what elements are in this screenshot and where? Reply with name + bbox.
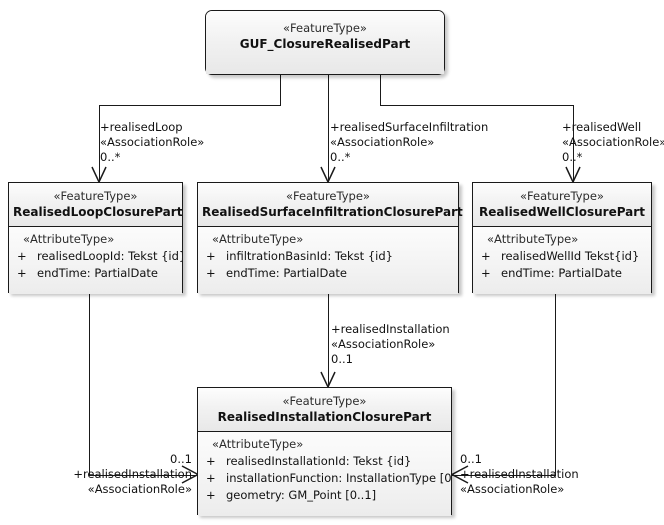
attribute-visibility: + (481, 266, 491, 280)
class-box-realised-loop-closure-part[interactable]: «FeatureType» RealisedLoopClosurePart «A… (8, 182, 183, 294)
association-multiplicity: 0..1 (331, 352, 353, 366)
association-multiplicity: 0..1 (170, 452, 192, 466)
association-label-root-well: +realisedWell «AssociationRole» 0..* (562, 120, 664, 165)
connector-root-well-seg1 (380, 75, 382, 106)
attribute-row: + realisedLoopId: Tekst {id} (9, 248, 182, 265)
association-label-surface-installation: +realisedInstallation «AssociationRole» … (331, 322, 450, 367)
class-box-realised-well-closure-part[interactable]: «FeatureType» RealisedWellClosurePart «A… (472, 182, 652, 294)
connector-root-surface-seg1 (328, 75, 330, 182)
attribute-text: infiltrationBasinId: Tekst {id} (226, 249, 393, 263)
class-name: RealisedLoopClosurePart (13, 205, 183, 219)
association-role: +realisedInstallation (331, 322, 450, 336)
attribute-visibility: + (206, 266, 216, 280)
connector-loop-installation-seg1 (89, 293, 91, 476)
connector-root-loop-seg1 (280, 75, 282, 106)
attribute-row: + installationFunction: InstallationType … (198, 470, 451, 487)
class-box-realised-surface-infiltration-closure-part[interactable]: «FeatureType» RealisedSurfaceInfiltratio… (197, 182, 463, 294)
class-header: «FeatureType» RealisedSurfaceInfiltratio… (198, 183, 463, 227)
association-stereotype: «AssociationRole» (331, 337, 436, 351)
attribute-stereotype: «AttributeType» (212, 437, 304, 451)
class-stereotype: «FeatureType» (286, 189, 370, 203)
connector-root-loop-seg2 (99, 104, 281, 106)
attribute-visibility: + (206, 454, 216, 468)
association-stereotype: «AssociationRole» (562, 135, 664, 149)
class-header: «FeatureType» RealisedInstallationClosur… (198, 388, 451, 432)
class-stereotype: «FeatureType» (282, 394, 367, 408)
class-attributes: «AttributeType» + infiltrationBasinId: Te… (198, 227, 458, 294)
attribute-stereotype: «AttributeType» (487, 232, 579, 246)
connector-root-well-seg2 (380, 104, 574, 106)
connector-root-loop-seg3 (99, 104, 101, 183)
attribute-row: + endTime: PartialDate (473, 265, 651, 282)
association-stereotype: «AssociationRole» (100, 135, 205, 149)
attribute-text: endTime: PartialDate (37, 266, 158, 280)
association-role: +realisedSurfaceInfiltration (330, 120, 489, 134)
association-role: +realisedInstallation (460, 467, 579, 481)
association-role: +realisedLoop (100, 120, 183, 134)
association-label-root-surface: +realisedSurfaceInfiltration «Associatio… (330, 120, 488, 165)
attribute-stereotype: «AttributeType» (212, 232, 304, 246)
connector-well-installation-seg1 (555, 293, 557, 476)
attribute-row: + endTime: PartialDate (9, 265, 182, 282)
association-label-root-loop: +realisedLoop «AssociationRole» 0..* (100, 120, 204, 165)
attribute-text: installationFunction: InstallationType [… (226, 471, 451, 485)
association-stereotype: «AssociationRole» (460, 482, 565, 496)
class-name: RealisedInstallationClosurePart (217, 410, 432, 424)
attribute-row: + geometry: GM_Point [0..1] (198, 487, 451, 504)
class-stereotype: «FeatureType» (520, 189, 604, 203)
class-name: GUF_ClosureRealisedPart (239, 37, 411, 51)
attribute-text: endTime: PartialDate (501, 266, 622, 280)
association-label-well-installation: 0..1 +realisedInstallation «AssociationR… (460, 452, 579, 497)
class-attributes: «AttributeType» + realisedLoopId: Tekst {… (9, 227, 182, 294)
class-attributes: «AttributeType» + realisedWellId Tekst{id… (473, 227, 651, 294)
class-name: RealisedSurfaceInfiltrationClosurePart (202, 205, 463, 219)
attribute-text: geometry: GM_Point [0..1] (226, 488, 377, 502)
class-header: «FeatureType» RealisedLoopClosurePart (9, 183, 182, 227)
class-stereotype: «FeatureType» (53, 189, 138, 203)
attribute-visibility: + (206, 249, 216, 263)
attribute-text: realisedWellId Tekst{id} (501, 249, 640, 263)
association-multiplicity: 0..1 (460, 452, 482, 466)
connector-root-well-seg3 (573, 104, 575, 183)
class-name: RealisedWellClosurePart (479, 205, 645, 219)
class-header: «FeatureType» RealisedWellClosurePart (473, 183, 651, 227)
connector-surface-installation-seg1 (328, 293, 330, 387)
attribute-visibility: + (206, 471, 216, 485)
association-role: +realisedInstallation (73, 467, 192, 481)
class-box-realised-installation-closure-part[interactable]: «FeatureType» RealisedInstallationClosur… (197, 387, 452, 516)
attribute-row: + infiltrationBasinId: Tekst {id} (198, 248, 458, 265)
attribute-row: + realisedInstallationId: Tekst {id} (198, 453, 451, 470)
attribute-visibility: + (17, 249, 27, 263)
association-stereotype: «AssociationRole» (87, 482, 192, 496)
class-header: «FeatureType» GUF_ClosureRealisedPart (206, 11, 444, 74)
association-label-loop-installation: 0..1 +realisedInstallation «AssociationR… (40, 452, 192, 497)
class-stereotype: «FeatureType» (283, 21, 367, 35)
association-multiplicity: 0..* (330, 150, 351, 164)
attribute-row: + endTime: PartialDate (198, 265, 458, 282)
association-stereotype: «AssociationRole» (330, 135, 435, 149)
attribute-text: realisedInstallationId: Tekst {id} (226, 454, 412, 468)
attribute-visibility: + (481, 249, 491, 263)
association-multiplicity: 0..* (562, 150, 583, 164)
association-role: +realisedWell (562, 120, 642, 134)
attribute-visibility: + (206, 488, 216, 502)
attribute-visibility: + (17, 266, 27, 280)
attribute-text: endTime: PartialDate (226, 266, 347, 280)
attribute-text: realisedLoopId: Tekst {id} (37, 249, 182, 263)
attribute-stereotype: «AttributeType» (23, 232, 115, 246)
connector-loop-installation-seg2 (89, 474, 198, 476)
class-attributes: «AttributeType» + realisedInstallationId:… (198, 432, 451, 516)
association-multiplicity: 0..* (100, 150, 121, 164)
connector-well-installation-seg2 (452, 474, 556, 476)
attribute-row: + realisedWellId Tekst{id} (473, 248, 651, 265)
class-box-guf-closure-realised-part[interactable]: «FeatureType» GUF_ClosureRealisedPart (205, 10, 445, 75)
